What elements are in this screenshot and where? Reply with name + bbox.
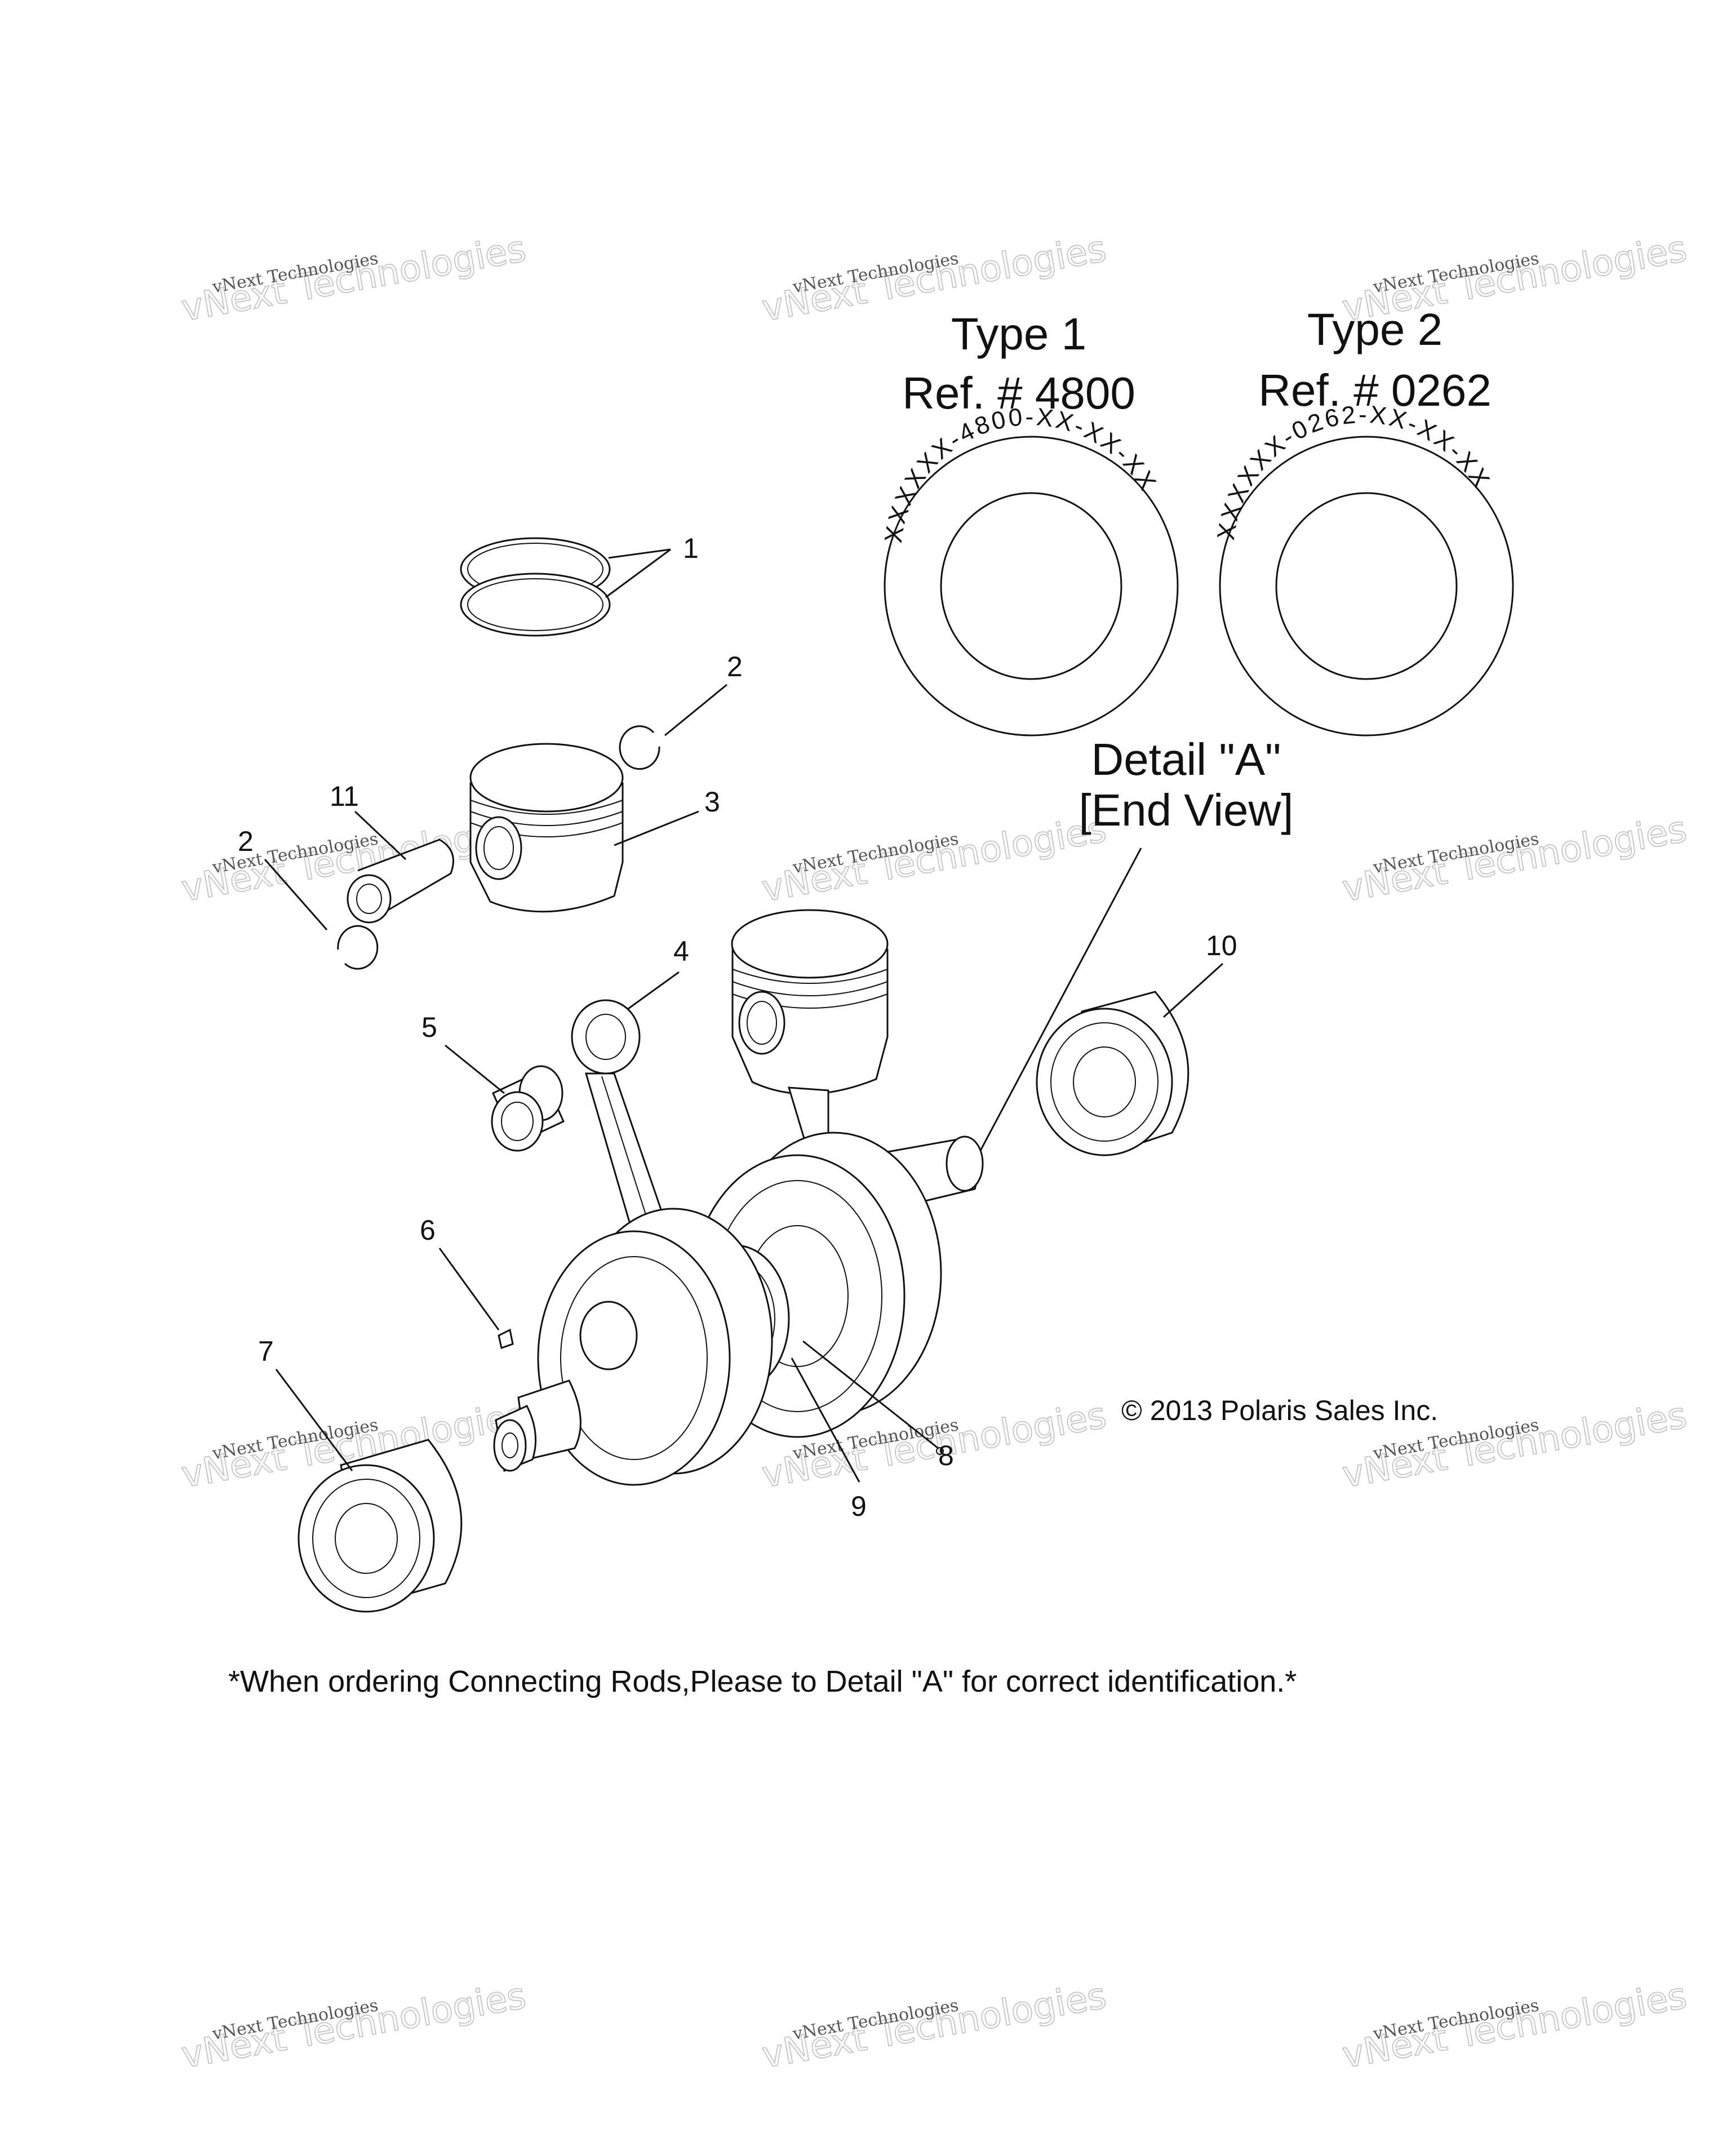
- piston-rings: [460, 537, 611, 637]
- crankshaft: [493, 1132, 984, 1486]
- detail-a-view-label: [End View]: [1079, 785, 1294, 835]
- callout-1-leader: [608, 548, 671, 559]
- callout-5: 5: [421, 1012, 437, 1043]
- circlip-lower: [337, 925, 379, 970]
- watermark: vNext Technologies vNext Technologies: [758, 808, 1110, 911]
- callout-2-upper: 2: [727, 651, 743, 682]
- main-bearing-right: [1036, 991, 1189, 1156]
- watermark: vNext Technologies vNext Technologies: [178, 1975, 530, 2077]
- main-bearing-left: [298, 1439, 463, 1613]
- callout-3: 3: [704, 786, 720, 818]
- callout-7: 7: [258, 1336, 274, 1367]
- watermark: vNext Technologies vNext Technologies: [758, 1975, 1110, 2077]
- callout-1: 1: [683, 533, 699, 564]
- type-2-title: Type 2: [1307, 304, 1442, 354]
- callout-2-lower: 2: [238, 826, 254, 857]
- callout-9: 9: [851, 1490, 867, 1522]
- wrist-pin: [347, 839, 454, 924]
- piston: [469, 743, 624, 913]
- type-1-ref: Ref. # 4800: [902, 368, 1135, 418]
- detail-a-leader: [971, 848, 1142, 1167]
- type-2-end-view: XXXXXX-0262-XX-XX-XX: [1212, 401, 1514, 737]
- callout-11-leader: [354, 810, 407, 860]
- washer: [936, 1447, 944, 1455]
- callout-6-leader: [438, 1248, 500, 1330]
- type-1-end-view: XXXXXX-4800-XX-XX-XX: [880, 403, 1179, 737]
- callout-6: 6: [420, 1214, 436, 1246]
- callout-3-leader: [614, 810, 699, 846]
- callout-4-leader: [628, 971, 680, 1010]
- callout-7-leader: [275, 1369, 353, 1471]
- needle-bearing: [491, 1065, 565, 1152]
- circlip-upper: [619, 725, 660, 770]
- callout-1-leader: [605, 548, 671, 598]
- woodruff-key: [498, 1328, 514, 1349]
- callout-5-leader: [445, 1044, 505, 1094]
- callout-9-leader: [791, 1358, 860, 1483]
- callout-2-lower-leader: [264, 859, 328, 930]
- callout-10-leader: [1162, 962, 1224, 1018]
- callout-2-leader: [664, 684, 727, 737]
- type-2-ref: Ref. # 0262: [1258, 365, 1492, 415]
- watermark: vNext Technologies vNext Technologies: [1339, 808, 1690, 911]
- watermark: vNext Technologies vNext Technologies: [178, 228, 530, 330]
- connecting-rod: [571, 999, 674, 1258]
- watermark: vNext Technologies vNext Technologies: [1339, 1975, 1690, 2077]
- copyright-notice: © 2013 Polaris Sales Inc.: [1121, 1395, 1438, 1426]
- callout-10: 10: [1206, 930, 1237, 961]
- footnote: *When ordering Connecting Rods,Please to…: [228, 1665, 1297, 1698]
- callout-8-leader: [802, 1340, 939, 1449]
- piston-assembled: [731, 909, 889, 1145]
- callout-11: 11: [330, 780, 359, 812]
- type-1-title: Type 1: [951, 309, 1086, 359]
- callout-4: 4: [673, 935, 689, 967]
- detail-a-label: Detail "A": [1091, 734, 1281, 784]
- callout-8: 8: [938, 1440, 954, 1471]
